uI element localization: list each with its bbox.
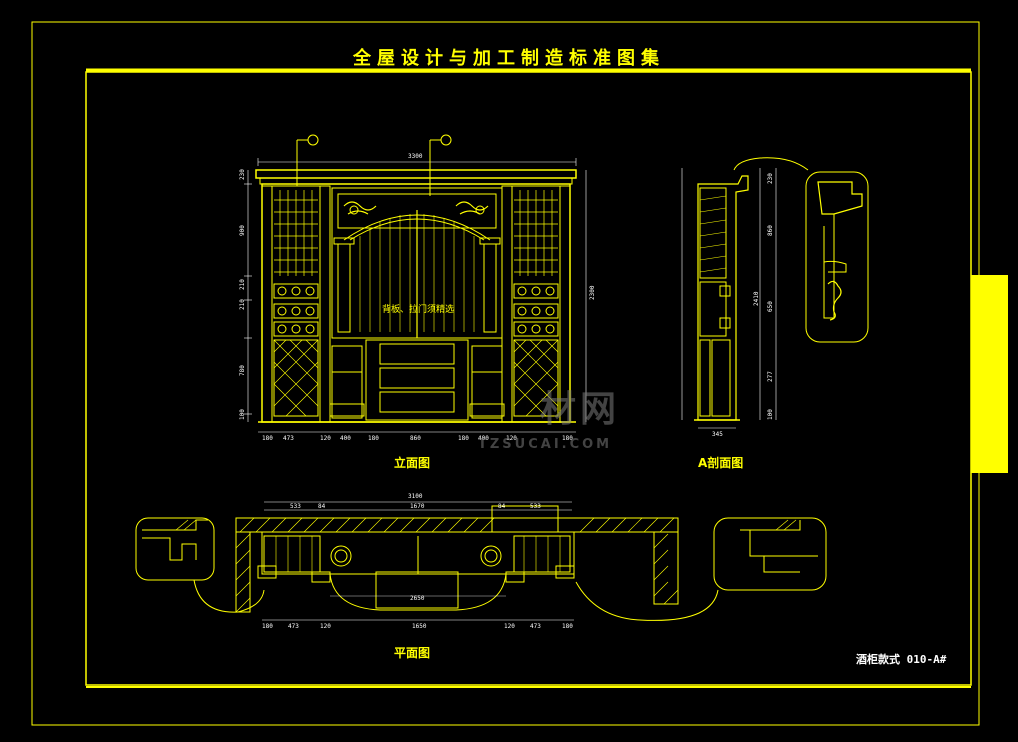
elev-bottom-dim: 120 [320, 435, 331, 442]
plan-top-dim: 1670 [410, 503, 425, 510]
section-height-dim: 860 [767, 225, 774, 236]
elev-top-dim: 3300 [408, 153, 423, 160]
elev-bottom-dim: 120 [506, 435, 517, 442]
plan-top-dim: 533 [290, 503, 301, 510]
inner-frame [85, 71, 972, 686]
plan-bottom-dim: 473 [530, 623, 541, 630]
plan-view [135, 501, 827, 621]
elev-right-dim: 2300 [589, 285, 596, 300]
elev-left-dim: 780 [239, 365, 246, 376]
plan-label: 平面图 [394, 646, 431, 660]
elev-bottom-dim: 473 [283, 435, 294, 442]
elev-bottom-dim: 180 [458, 435, 469, 442]
section-view [681, 157, 869, 429]
watermark-url: TZSUCAI.COM [478, 437, 613, 452]
elev-left-dim: 210 [239, 299, 246, 310]
drawing-code: 酒柜款式 010-A# [856, 653, 947, 666]
plan-bottom-dim: 473 [288, 623, 299, 630]
elev-left-dim: 230 [239, 169, 246, 180]
watermark-brand: 材网 [540, 389, 621, 430]
section-label: A剖面图 [698, 456, 744, 470]
elev-bottom-dim: 180 [262, 435, 273, 442]
elev-bottom-dim: 860 [410, 435, 421, 442]
center-note: 背板、拉门须精选 [382, 305, 455, 315]
elev-left-dim: 210 [239, 279, 246, 290]
outer-frame [31, 21, 980, 726]
plan-top-dim: 84 [318, 503, 326, 510]
plan-mid-dim: 2650 [410, 595, 425, 602]
elevation-view [244, 134, 587, 433]
section-height-dim: 650 [767, 301, 774, 312]
sheet-tab [971, 275, 1008, 473]
plan-top-dim: 533 [530, 503, 541, 510]
sheet-title: 全屋设计与加工制造标准图集 [353, 48, 665, 69]
elev-bottom-dim: 400 [478, 435, 489, 442]
elev-left-dim: 100 [239, 409, 246, 420]
plan-bottom-dim: 120 [320, 623, 331, 630]
elevation-label: 立面图 [394, 456, 431, 470]
elev-left-dim: 900 [239, 225, 246, 236]
plan-bottom-dim: 180 [562, 623, 573, 630]
section-width-dim: 345 [712, 431, 723, 438]
elev-bottom-dim: 180 [368, 435, 379, 442]
plan-bottom-dim: 1650 [412, 623, 427, 630]
plan-top-total-dim: 3100 [408, 493, 423, 500]
section-height-dim: 277 [767, 371, 774, 382]
plan-bottom-dim: 120 [504, 623, 515, 630]
section-height-dim: 100 [767, 409, 774, 420]
elev-bottom-dim: 180 [562, 435, 573, 442]
plan-top-dim: 84 [498, 503, 506, 510]
section-total-dim: 2410 [753, 291, 760, 306]
plan-bottom-dim: 180 [262, 623, 273, 630]
section-height-dim: 230 [767, 173, 774, 184]
elev-bottom-dim: 400 [340, 435, 351, 442]
